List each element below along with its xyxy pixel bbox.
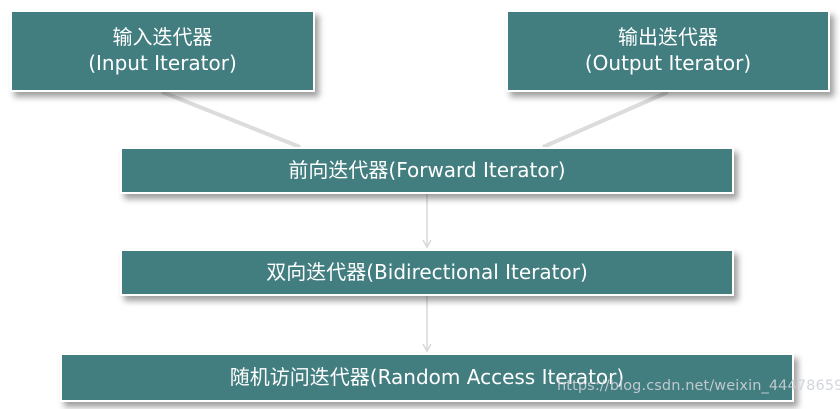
edge-input-to-forward xyxy=(161,90,301,149)
input-iterator-english-label: (Input Iterator) xyxy=(88,51,237,75)
random-access-iterator-label: 随机访问迭代器(Random Access Iterator) xyxy=(229,364,625,389)
forward-iterator-node: 前向迭代器(Forward Iterator) xyxy=(120,147,734,194)
bidirectional-iterator-node: 双向迭代器(Bidirectional Iterator) xyxy=(120,249,734,296)
output-iterator-node: 输出迭代器 (Output Iterator) xyxy=(506,10,830,92)
input-iterator-node: 输入迭代器 (Input Iterator) xyxy=(10,10,315,92)
edge-output-to-forward xyxy=(542,90,669,149)
random-access-iterator-node: 随机访问迭代器(Random Access Iterator) xyxy=(60,353,794,402)
csdn-watermark: https://blog.csdn.net/weixin_44478659 xyxy=(557,378,840,394)
output-iterator-chinese-label: 输出迭代器 xyxy=(618,25,718,50)
input-iterator-chinese-label: 输入迭代器 xyxy=(112,25,213,50)
bidirectional-iterator-label: 双向迭代器(Bidirectional Iterator) xyxy=(266,259,588,284)
forward-iterator-label: 前向迭代器(Forward Iterator) xyxy=(288,157,566,182)
output-iterator-english-label: (Output Iterator) xyxy=(584,51,752,75)
